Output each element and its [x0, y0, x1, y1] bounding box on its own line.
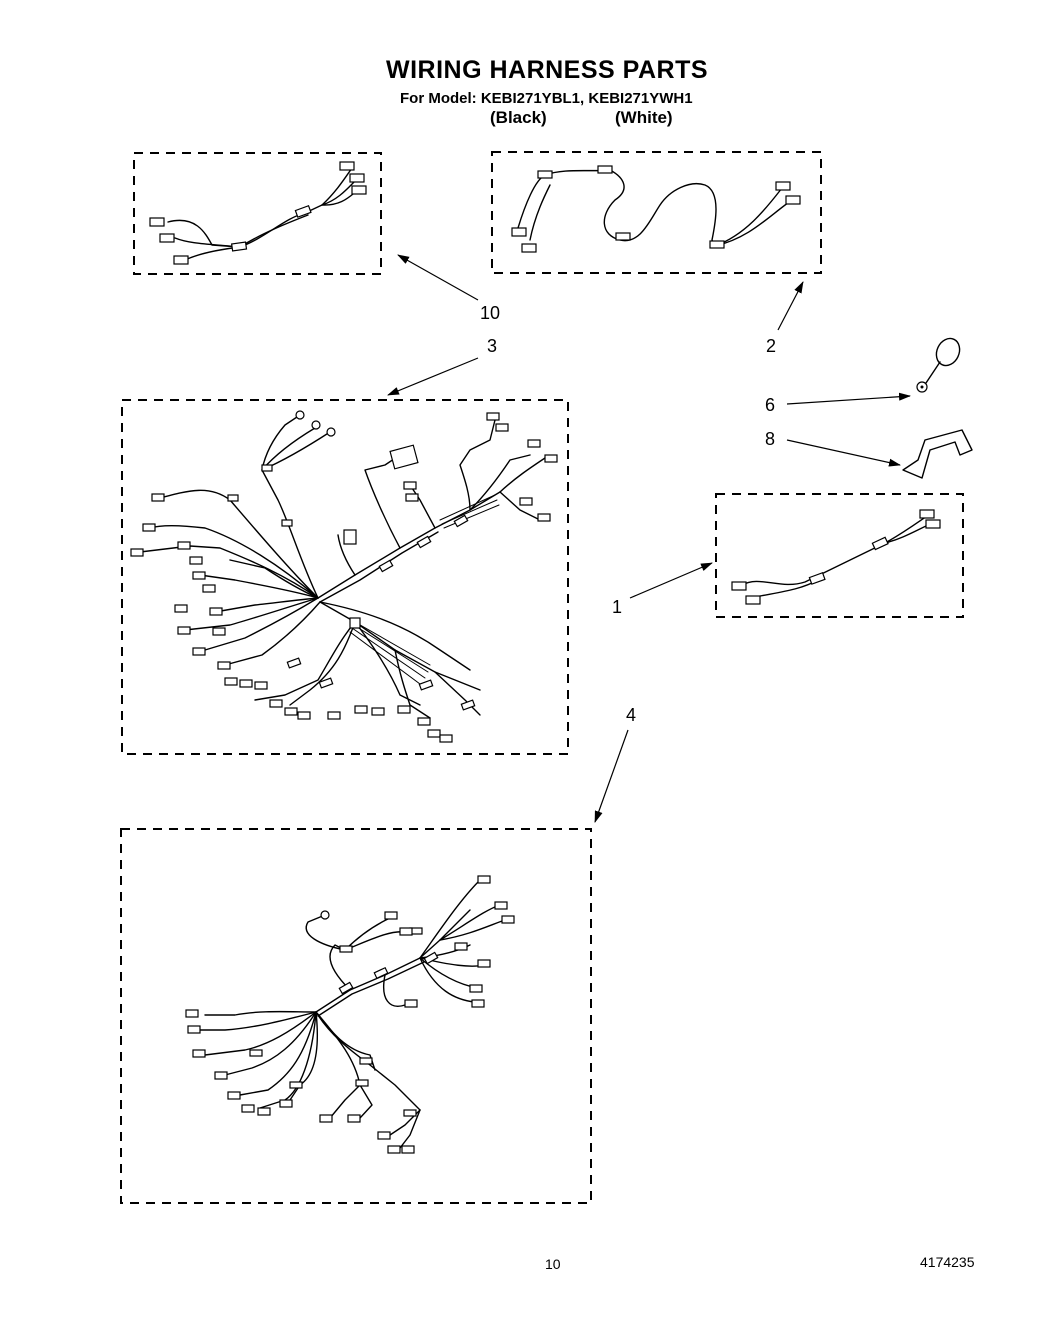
callout-3: 3: [487, 336, 498, 356]
harness-part-4: [120, 828, 592, 1204]
model-numbers: For Model: KEBI271YBL1, KEBI271YWH1: [400, 90, 693, 107]
part-6-ground-ring: [916, 337, 961, 393]
part-2-box: [491, 151, 822, 274]
document-number: 4174235: [920, 1254, 975, 1270]
leader-10: [397, 254, 479, 301]
callout-10: 10: [480, 303, 501, 323]
variant-white-label: (White): [615, 108, 673, 127]
part-4-box: [120, 828, 592, 1204]
leader-lines: [387, 254, 911, 823]
harness-part-2: [491, 151, 822, 274]
leader-1: [629, 562, 713, 599]
callout-1: 1: [612, 597, 623, 617]
part-1-box: [715, 493, 964, 618]
leader-3: [387, 357, 479, 396]
part-3-box: [121, 399, 569, 755]
callout-6: 6: [765, 395, 776, 415]
page-title: WIRING HARNESS PARTS: [385, 56, 709, 84]
part-8-bracket: [902, 429, 973, 479]
harness-part-1: [715, 493, 964, 618]
callout-8: 8: [765, 429, 776, 449]
leader-6: [786, 392, 911, 405]
part-10-box: [133, 152, 382, 275]
callout-2: 2: [766, 336, 777, 356]
harness-part-10: [133, 152, 382, 275]
variant-black-label: (Black): [490, 108, 547, 127]
callout-4: 4: [626, 705, 637, 725]
harness-part-3: [121, 399, 569, 755]
leader-4: [594, 729, 629, 823]
page-number: 10: [545, 1256, 561, 1272]
leader-8: [786, 439, 901, 467]
leader-2: [777, 281, 804, 331]
